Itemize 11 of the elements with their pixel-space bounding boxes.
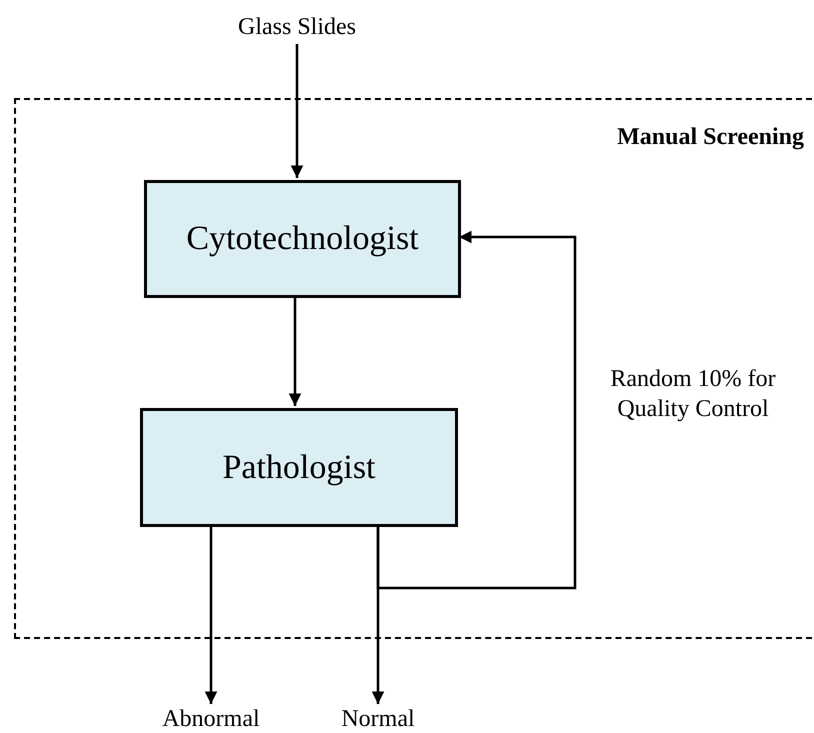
region-title: Manual Screening [617, 124, 804, 151]
node-text: Abnormal [146, 704, 276, 733]
node-text: Normal [326, 704, 430, 733]
arrow [204, 525, 218, 704]
node-text: Glass Slides [222, 10, 372, 44]
arrow [290, 44, 304, 178]
process-box: Pathologist [140, 408, 458, 527]
arrow [376, 230, 576, 590]
dashed-region [14, 98, 812, 639]
arrow [288, 296, 302, 406]
process-box: Cytotechnologist [144, 180, 461, 298]
